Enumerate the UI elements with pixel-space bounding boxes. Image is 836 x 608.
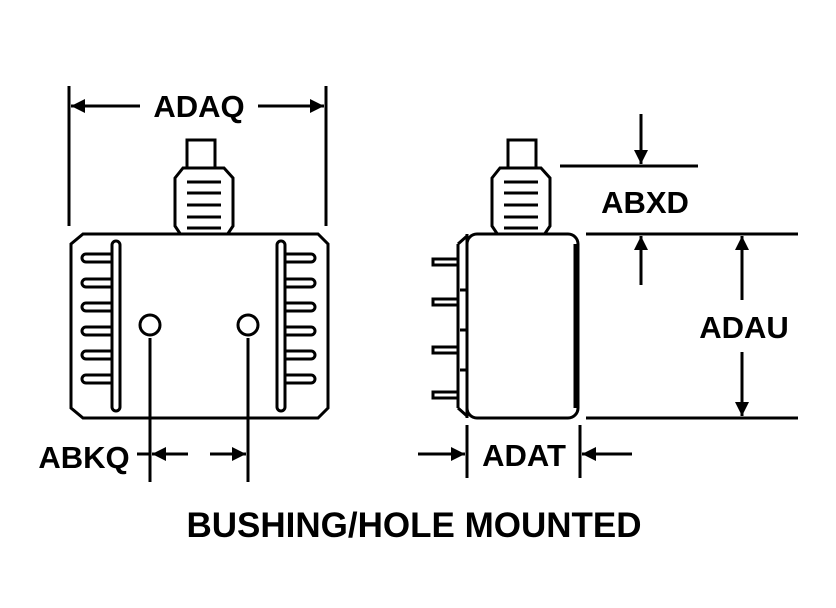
label-adau: ADAU (699, 310, 789, 345)
front-right-mounting-hole (236, 313, 260, 337)
front-right-terminal-fins (285, 252, 317, 385)
side-bushing (490, 166, 552, 237)
side-body (465, 232, 580, 420)
front-left-terminal-fins (80, 252, 112, 385)
front-left-mounting-hole (138, 313, 162, 337)
side-view (431, 138, 580, 420)
front-view (69, 138, 330, 420)
dimension-lines (67, 86, 798, 482)
side-bushing-threads (504, 180, 538, 230)
side-terminal-pins (431, 257, 466, 400)
front-body (69, 232, 330, 420)
label-abkq: ABKQ (38, 440, 129, 475)
label-abxd: ABXD (601, 185, 689, 220)
label-adaq: ADAQ (153, 89, 244, 124)
label-adat: ADAT (482, 438, 566, 473)
front-bushing (173, 166, 235, 237)
front-bushing-threads (187, 180, 221, 230)
diagram-caption: BUSHING/HOLE MOUNTED (187, 506, 642, 545)
